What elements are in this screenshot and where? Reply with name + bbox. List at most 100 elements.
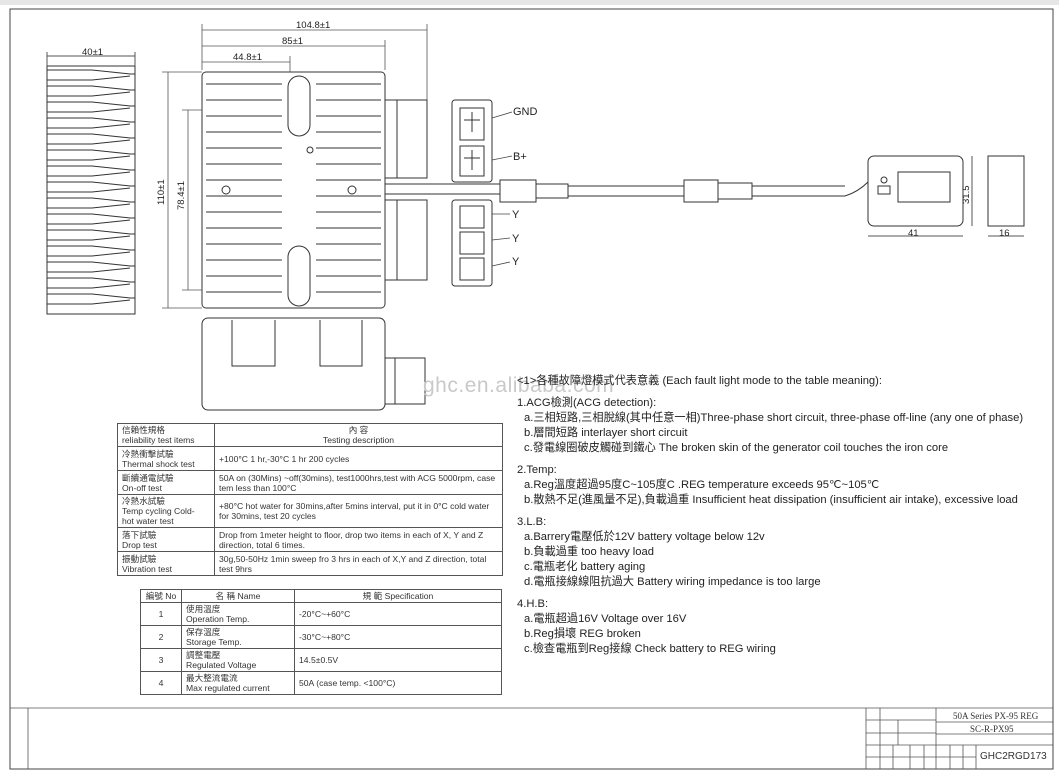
heatsink-side-view bbox=[46, 52, 136, 315]
dim-display-width: 41 bbox=[908, 228, 919, 239]
fault-item: d.電瓶接線線阻抗過大 Battery wiring impedance is … bbox=[524, 576, 821, 588]
signal-cable bbox=[385, 179, 869, 203]
row-item-en-text: Temp cycling Cold-hot water test bbox=[122, 506, 195, 526]
spec-row-zh: 使用溫度 bbox=[186, 604, 221, 614]
fault-heading: 1.ACG檢測(ACG detection): bbox=[517, 397, 657, 409]
fault-section-acg: 1.ACG檢測(ACG detection): a.三相短路,三相脫線(其中任意… bbox=[517, 396, 1057, 456]
table-header-desc-en: Testing description bbox=[322, 435, 395, 445]
watermark: ghc.en.alibaba.com bbox=[423, 374, 615, 397]
table-header-desc-zh: 內 容 bbox=[348, 425, 369, 435]
fault-heading: 2.Temp: bbox=[517, 464, 557, 476]
spec-header-name: 名 稱 Name bbox=[181, 589, 295, 603]
gnd-bplus-plug bbox=[451, 99, 493, 183]
fault-heading: 4.H.B: bbox=[517, 598, 549, 610]
fault-item: b.負載過重 too heavy load bbox=[524, 546, 654, 558]
dim-body-width: 85±1 bbox=[282, 36, 303, 47]
dim-inner-height: 78.4±1 bbox=[176, 181, 187, 210]
spec-row-en: Regulated Voltage bbox=[186, 660, 257, 670]
dim-overall-height: 110±1 bbox=[156, 179, 167, 205]
row-item-zh: 冷熱水試驗 bbox=[122, 496, 165, 506]
dim-display-height: 31.5 bbox=[961, 186, 972, 205]
spec-row-no: 4 bbox=[140, 671, 182, 695]
fault-section-lb: 3.L.B: a.Barrery電壓低於12V battery voltage … bbox=[517, 515, 1057, 590]
spec-row-en: Storage Temp. bbox=[186, 637, 242, 647]
title-model: SC-R-PX95 bbox=[970, 724, 1014, 734]
fault-item: c.檢查電瓶到Reg接線 Check battery to REG wiring bbox=[524, 643, 776, 655]
regulator-side-view bbox=[201, 317, 426, 411]
ac-plug bbox=[451, 199, 493, 287]
label-y-3: Y bbox=[512, 256, 520, 268]
fault-section-hb: 4.H.B: a.電瓶超過16V Voltage over 16V b.Reg損… bbox=[517, 597, 1057, 657]
spec-row-value: -30°C~+80°C bbox=[294, 625, 502, 649]
dim-half-width: 44.8±1 bbox=[233, 52, 262, 63]
row-item-en: Vibration test bbox=[122, 563, 173, 574]
dimension-lines bbox=[162, 24, 428, 309]
spec-row-no: 3 bbox=[140, 648, 182, 672]
fault-item: b.層間短路 interlayer short circuit bbox=[524, 427, 688, 439]
table-header-item-zh: 信賴性規格 bbox=[122, 425, 165, 435]
row-desc: +80°C hot water for 30mins,after 5mins i… bbox=[214, 494, 503, 528]
spec-row-value: 14.5±0.5V bbox=[294, 648, 502, 672]
label-bplus: B+ bbox=[513, 151, 527, 163]
label-gnd: GND bbox=[513, 106, 538, 118]
spec-row-zh: 最大整流電流 bbox=[186, 673, 238, 683]
label-y-2: Y bbox=[512, 233, 520, 245]
title-drawing-number: GHC2RGD173 bbox=[980, 751, 1047, 762]
row-item-zh: 斷續通電試驗 bbox=[122, 472, 174, 483]
fault-section-temp: 2.Temp: a.Reg溫度超過95度C~105度C .REG tempera… bbox=[517, 463, 1057, 508]
row-desc: +100°C 1 hr,-30°C 1 hr 200 cycles bbox=[214, 446, 503, 471]
spec-row-zh: 保存溫度 bbox=[186, 627, 221, 637]
fault-item: c.電瓶老化 battery aging bbox=[524, 561, 646, 573]
spec-header-no: 編號 No bbox=[140, 589, 182, 603]
spec-row-value: -20°C~+60°C bbox=[294, 602, 502, 626]
fault-item: a.三相短路,三相脫線(其中任意一相)Three-phase short cir… bbox=[524, 412, 1024, 424]
display-unit bbox=[867, 155, 1025, 237]
fault-item: c.發電線圈破皮觸碰到鐵心 The broken skin of the gen… bbox=[524, 442, 949, 454]
fault-item: b.Reg損壞 REG broken bbox=[524, 628, 641, 640]
spec-row-zh: 調整電壓 bbox=[186, 650, 221, 660]
fault-title: <1>各種故障燈模式代表意義 (Each fault light mode to… bbox=[517, 375, 882, 387]
spec-row-en: Max regulated current bbox=[186, 683, 270, 693]
spec-row-no: 2 bbox=[140, 625, 182, 649]
row-desc: 30g,50-50Hz 1min sweep fro 3 hrs in each… bbox=[214, 551, 503, 576]
spec-header-spec: 規 範 Specification bbox=[294, 589, 502, 603]
row-item-en: Thermal shock test bbox=[122, 458, 195, 469]
dim-display-depth: 16 bbox=[999, 228, 1010, 239]
fault-light-explanation: <1>各種故障燈模式代表意義 (Each fault light mode to… bbox=[517, 374, 1057, 657]
row-item-en: On-off test bbox=[122, 482, 162, 493]
row-desc: 50A on (30Mins) ~off(30mins), test1000hr… bbox=[214, 470, 503, 495]
fault-item: a.電瓶超過16V Voltage over 16V bbox=[524, 613, 687, 625]
fault-item: a.Barrery電壓低於12V battery voltage below 1… bbox=[524, 531, 765, 543]
label-y-1: Y bbox=[512, 209, 520, 221]
spec-row-no: 1 bbox=[140, 602, 182, 626]
spec-row-en: Operation Temp. bbox=[186, 614, 250, 624]
title-block bbox=[10, 707, 1053, 769]
regulator-body bbox=[201, 71, 428, 309]
dim-fin-width: 40±1 bbox=[82, 47, 103, 58]
dim-overall-width: 104.8±1 bbox=[296, 20, 330, 31]
spec-row-value: 50A (case temp. <100°C) bbox=[294, 671, 502, 695]
table-header-item-en: reliability test items bbox=[122, 435, 195, 445]
fault-item: a.Reg溫度超過95度C~105度C .REG temperature exc… bbox=[524, 479, 880, 491]
fault-item: b.散熱不足(進風量不足),負載過重 Insufficient heat dis… bbox=[524, 494, 1018, 506]
row-item-zh: 冷熱衝擊試驗 bbox=[122, 448, 174, 459]
fault-heading: 3.L.B: bbox=[517, 516, 547, 528]
row-item-en: Drop test bbox=[122, 539, 157, 550]
row-item-zh: 振動試驗 bbox=[122, 553, 157, 564]
title-series: 50A Series PX-95 REG bbox=[953, 711, 1039, 721]
row-item-zh: 落下試驗 bbox=[122, 529, 157, 540]
row-desc: Drop from 1meter height to floor, drop t… bbox=[214, 527, 503, 552]
